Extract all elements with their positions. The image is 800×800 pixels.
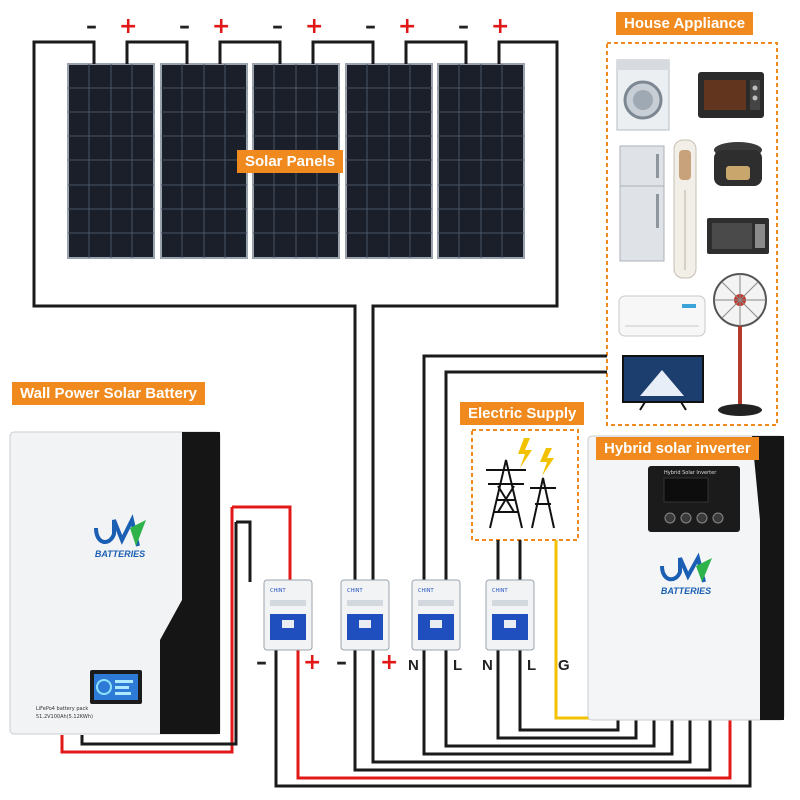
breaker-battery: [263, 579, 313, 651]
panel-3-positive-terminal: +: [305, 14, 324, 39]
breaker-terminal-load-live: L: [453, 657, 463, 674]
grid-wiring: [496, 540, 522, 582]
breaker-terminal-solar-positive: +: [380, 650, 399, 675]
electric-supply-box: [471, 429, 579, 541]
breaker-solar: [340, 579, 390, 651]
inverter-brand-sub: BATTERIES: [660, 586, 712, 596]
panel-4-negative-terminal: –: [365, 14, 376, 39]
appliance-wiring: [422, 354, 607, 582]
solar-panel-5: [437, 63, 525, 259]
panel-3-negative-terminal: –: [272, 14, 283, 39]
television-icon: [622, 355, 704, 411]
solar-panels-label: Solar Panels: [237, 150, 344, 173]
breaker-terminal-ground: G: [558, 657, 570, 674]
panel-1-negative-terminal: –: [86, 14, 97, 39]
inverter-screen-title: Hybrid Solar Inverter: [664, 470, 717, 476]
washing-machine-icon: [616, 59, 670, 131]
inverter-bottom-wiring: [274, 650, 752, 788]
wall-battery-unit: [9, 431, 221, 735]
battery-model-line1: LiFePo4 battery pack: [36, 706, 89, 712]
battery-logo-icon: [94, 514, 146, 547]
transmission-tower-icon: [486, 459, 556, 529]
breaker-battery-brand: CHINT: [270, 588, 286, 594]
breaker-terminal-load-neutral: N: [408, 657, 419, 674]
oven-icon: [698, 72, 764, 118]
microwave-icon: [707, 218, 769, 254]
breaker-terminal-battery-positive: +: [303, 650, 322, 675]
stand-fan-icon: [713, 273, 767, 416]
rice-cooker-icon: [714, 142, 762, 186]
solar-panel-1: [67, 63, 155, 259]
panel-1-positive-terminal: +: [119, 14, 138, 39]
breaker-load-brand: CHINT: [418, 588, 434, 594]
breaker-terminal-solar-negative: –: [336, 650, 347, 675]
battery-model-line2: 51.2V100Ah(5.12KWh): [36, 714, 93, 720]
battery-brand-sub: BATTERIES: [94, 549, 146, 559]
solar-panel-2: [160, 63, 248, 259]
breaker-grid: [485, 579, 535, 651]
panel-series-wiring: [32, 40, 559, 582]
panel-5-negative-terminal: –: [458, 14, 469, 39]
breaker-solar-brand: CHINT: [347, 588, 363, 594]
wall-battery-label: Wall Power Solar Battery: [12, 382, 205, 405]
breaker-load: [411, 579, 461, 651]
ground-wire: [554, 540, 600, 720]
hybrid-inverter-unit: [587, 435, 785, 721]
breaker-terminal-grid-live: L: [527, 657, 537, 674]
tower-air-conditioner-icon: [673, 139, 697, 279]
wall-air-conditioner-icon: [618, 295, 706, 337]
electricity-bolt-icon: [518, 438, 554, 476]
refrigerator-icon: [619, 145, 665, 262]
panel-2-negative-terminal: –: [179, 14, 190, 39]
appliance-box: [606, 42, 778, 426]
hybrid-inverter-label: Hybrid solar inverter: [596, 437, 759, 460]
solar-panel-4: [345, 63, 433, 259]
panel-4-positive-terminal: +: [398, 14, 417, 39]
breaker-terminal-battery-negative: –: [256, 650, 267, 675]
panel-2-positive-terminal: +: [212, 14, 231, 39]
breaker-terminal-grid-neutral: N: [482, 657, 493, 674]
battery-breaker-wiring: [60, 505, 292, 754]
breaker-grid-brand: CHINT: [492, 588, 508, 594]
house-appliance-label: House Appliance: [616, 12, 754, 35]
inverter-logo-icon: [660, 552, 712, 583]
panel-5-positive-terminal: +: [491, 14, 510, 39]
electric-supply-label: Electric Supply: [460, 402, 585, 425]
